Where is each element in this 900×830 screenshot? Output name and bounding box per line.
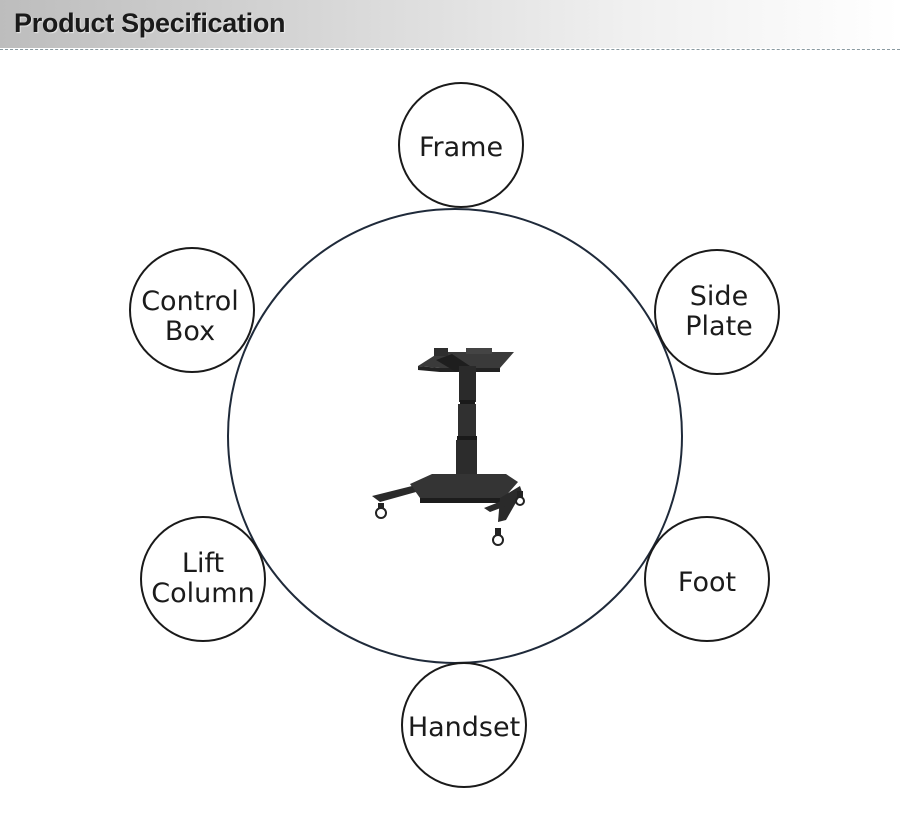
central-ring	[227, 208, 683, 664]
bubble-side-plate	[654, 249, 780, 375]
label-frame: Frame	[419, 133, 503, 163]
page-title: Product Specification	[14, 8, 286, 38]
label-side-plate-line1: Side	[689, 281, 749, 312]
label-control-box: Control Box	[141, 287, 239, 347]
label-control-box-line2: Box	[164, 316, 216, 347]
label-foot: Foot	[678, 568, 736, 598]
label-lift-column-line2: Column	[151, 578, 255, 609]
bubble-foot	[644, 516, 770, 642]
header-divider	[0, 49, 900, 50]
label-lift-column-line1: Lift	[181, 548, 225, 579]
bubble-frame	[398, 82, 524, 208]
label-frame-line1: Frame	[418, 132, 504, 163]
bubble-lift-column	[140, 516, 266, 642]
standing-desk-frame-icon	[372, 348, 525, 546]
page-header: Product Specification	[0, 0, 900, 48]
label-side-plate: Side Plate	[685, 282, 753, 342]
label-lift-column: Lift Column	[151, 549, 254, 609]
label-control-box-line1: Control	[141, 286, 239, 317]
label-handset: Handset	[408, 713, 520, 743]
label-side-plate-line2: Plate	[685, 311, 753, 342]
label-foot-line1: Foot	[677, 567, 737, 598]
bubble-control-box	[129, 247, 255, 373]
bubble-handset	[401, 662, 527, 788]
label-handset-line1: Handset	[407, 712, 521, 743]
